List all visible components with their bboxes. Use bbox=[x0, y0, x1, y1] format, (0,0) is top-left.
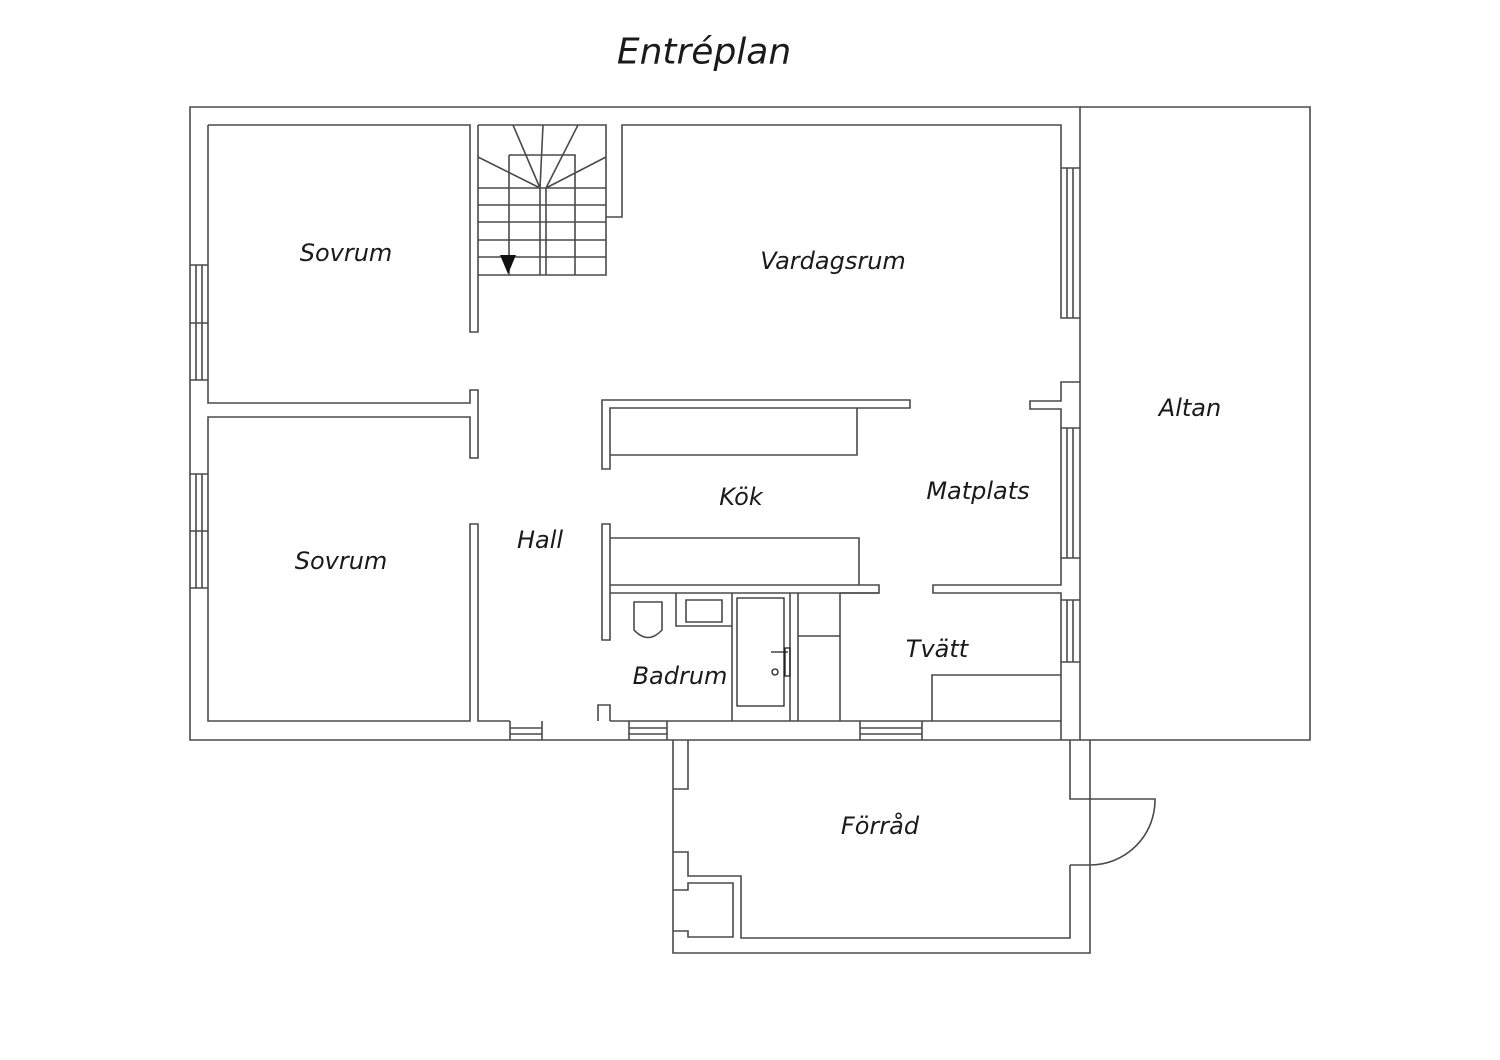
window-bottom-bath bbox=[628, 721, 668, 740]
sink-icon bbox=[675, 593, 732, 627]
window-bottom-laundry bbox=[859, 721, 923, 740]
kitchen-counter-bottom bbox=[601, 523, 880, 641]
room-label-sovrum-bottom: Sovrum bbox=[294, 547, 388, 575]
stair-direction-arrow-icon bbox=[500, 255, 516, 274]
outer-walls bbox=[189, 106, 1311, 741]
room-label-vardagsrum: Vardagsrum bbox=[760, 247, 906, 275]
room-label-tvatt: Tvätt bbox=[905, 635, 969, 663]
room-label-sovrum-top: Sovrum bbox=[299, 239, 393, 267]
window-left-bottom bbox=[190, 473, 208, 589]
room-label-altan: Altan bbox=[1158, 394, 1222, 422]
room-label-forrad: Förråd bbox=[840, 812, 920, 840]
living-room-walls bbox=[606, 124, 1080, 319]
window-left-top bbox=[190, 264, 208, 381]
toilet-icon bbox=[633, 601, 663, 639]
kitchen-counter-top bbox=[601, 399, 911, 470]
staircase bbox=[477, 124, 607, 276]
room-label-matplats: Matplats bbox=[926, 477, 1030, 505]
room-label-badrum: Badrum bbox=[632, 662, 728, 690]
bathroom bbox=[597, 593, 791, 722]
bedroom-top-walls bbox=[207, 124, 510, 722]
window-bottom-hall bbox=[509, 721, 543, 740]
room-label-hall: Hall bbox=[516, 526, 564, 554]
room-label-kok: Kök bbox=[719, 483, 763, 511]
door-swing-icon bbox=[1089, 798, 1156, 866]
storage-walls bbox=[672, 740, 1156, 954]
laundry-walls bbox=[790, 592, 1062, 740]
shower-door-icon bbox=[736, 597, 788, 707]
page-title: Entréplan bbox=[616, 31, 792, 73]
dining-walls bbox=[932, 381, 1080, 721]
